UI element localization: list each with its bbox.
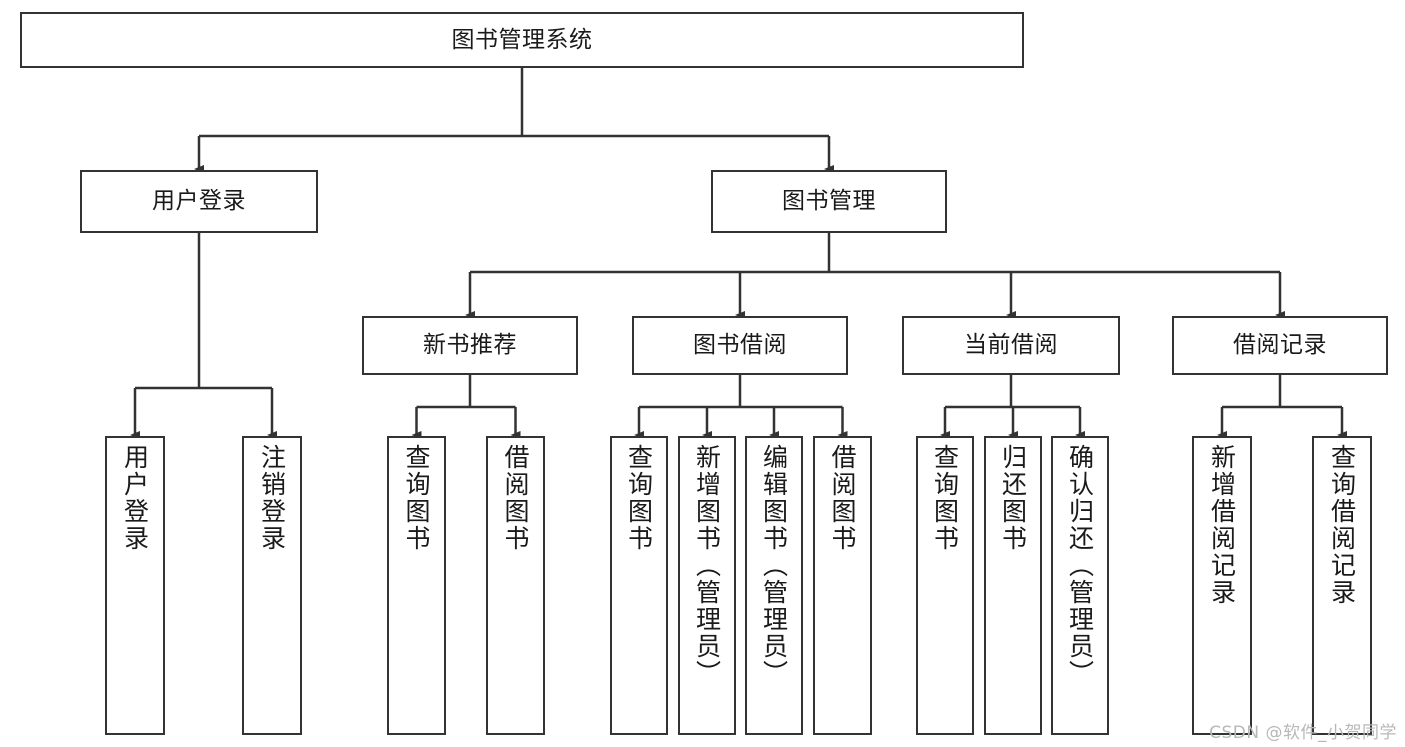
node-label-leaf-borrow-book-2: 借阅图书 <box>828 444 857 552</box>
node-new-book-rec[interactable]: 新书推荐 <box>362 316 578 375</box>
node-label-leaf-confirm-return: 确认归还（管理员） <box>1065 444 1095 687</box>
node-current-borrow[interactable]: 当前借阅 <box>902 316 1120 375</box>
node-label-root: 图书管理系统 <box>451 26 593 53</box>
node-leaf-add-record[interactable]: 新增借阅记录 <box>1192 436 1252 735</box>
node-label-leaf-user-logout: 注销登录 <box>257 444 287 552</box>
node-label-leaf-query-book-3: 查询图书 <box>930 444 960 552</box>
node-label-leaf-return-book: 归还图书 <box>998 444 1028 552</box>
node-borrow-record[interactable]: 借阅记录 <box>1172 316 1388 375</box>
node-label-leaf-edit-book: 编辑图书（管理员） <box>759 444 789 687</box>
node-leaf-add-book[interactable]: 新增图书（管理员） <box>678 436 736 735</box>
node-leaf-edit-book[interactable]: 编辑图书（管理员） <box>745 436 803 735</box>
node-leaf-confirm-return[interactable]: 确认归还（管理员） <box>1051 436 1109 735</box>
node-label-leaf-borrow-book-1: 借阅图书 <box>501 444 530 552</box>
node-book-borrow[interactable]: 图书借阅 <box>632 316 848 375</box>
node-label-borrow-record: 借阅记录 <box>1233 332 1327 359</box>
node-label-leaf-add-book: 新增图书（管理员） <box>692 444 722 687</box>
node-leaf-query-book-2[interactable]: 查询图书 <box>610 436 668 735</box>
node-label-leaf-query-book-1: 查询图书 <box>402 444 431 552</box>
csdn-watermark: CSDN @软件_小贺同学 <box>1209 723 1397 743</box>
node-label-book-manage: 图书管理 <box>782 188 876 215</box>
node-label-current-borrow: 当前借阅 <box>964 332 1058 359</box>
node-root[interactable]: 图书管理系统 <box>20 12 1024 68</box>
node-leaf-query-book-3[interactable]: 查询图书 <box>916 436 974 735</box>
node-leaf-query-book-1[interactable]: 查询图书 <box>387 436 446 735</box>
node-label-leaf-user-login: 用户登录 <box>120 444 150 552</box>
node-user-login[interactable]: 用户登录 <box>80 170 318 233</box>
node-label-book-borrow: 图书借阅 <box>693 332 787 359</box>
node-label-leaf-query-record: 查询借阅记录 <box>1327 444 1357 606</box>
node-leaf-borrow-book-1[interactable]: 借阅图书 <box>486 436 545 735</box>
node-leaf-query-record[interactable]: 查询借阅记录 <box>1312 436 1372 735</box>
node-leaf-return-book[interactable]: 归还图书 <box>984 436 1042 735</box>
node-label-user-login: 用户登录 <box>152 188 246 215</box>
node-leaf-user-login[interactable]: 用户登录 <box>105 436 165 735</box>
node-book-manage[interactable]: 图书管理 <box>711 170 947 233</box>
node-label-leaf-query-book-2: 查询图书 <box>624 444 654 552</box>
node-leaf-user-logout[interactable]: 注销登录 <box>242 436 302 735</box>
node-label-new-book-rec: 新书推荐 <box>423 332 517 359</box>
node-leaf-borrow-book-2[interactable]: 借阅图书 <box>813 436 872 735</box>
node-label-leaf-add-record: 新增借阅记录 <box>1207 444 1237 606</box>
